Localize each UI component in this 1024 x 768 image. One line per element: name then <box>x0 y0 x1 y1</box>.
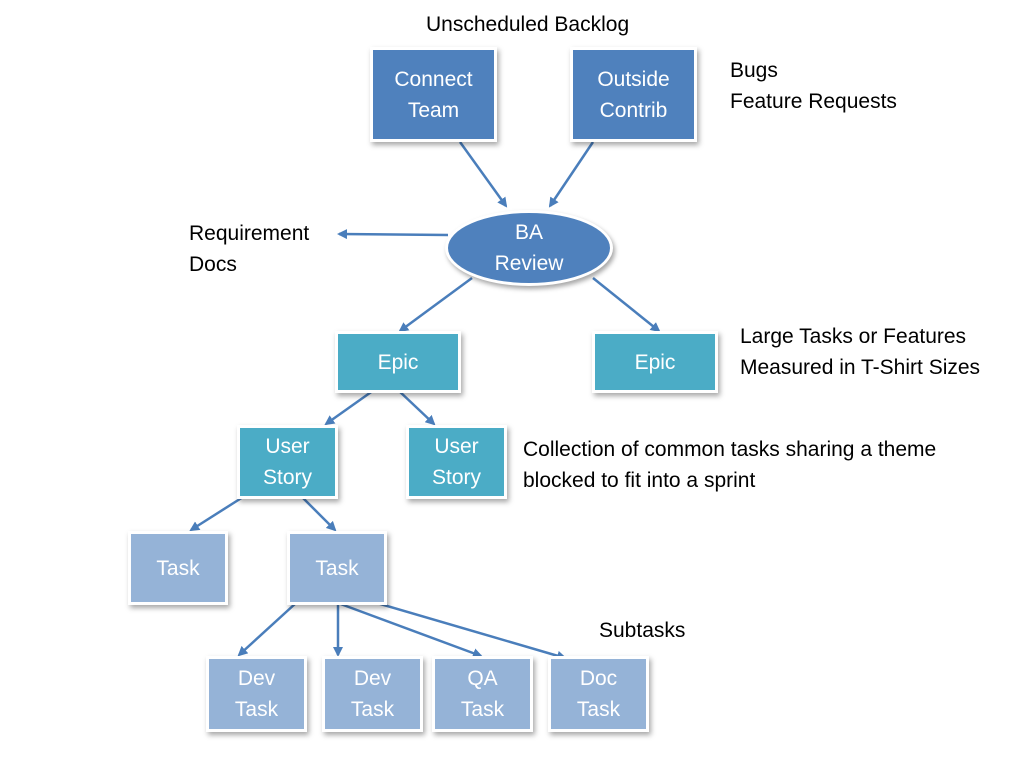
outside-contrib-node: Outside Contrib <box>570 47 697 142</box>
task-left-node: Task <box>128 531 228 605</box>
subtasks-note: Subtasks <box>599 619 686 642</box>
arrow-ba-to-docs <box>337 229 449 240</box>
diagram-title: Unscheduled Backlog <box>426 13 630 36</box>
arrow-epic-to-story-left <box>324 388 375 426</box>
arrow-epic-to-story-right <box>397 389 436 426</box>
arrow-story-to-task-left <box>189 495 244 532</box>
task-center-node: Task <box>287 531 387 605</box>
arrow-task-to-qa <box>337 601 483 658</box>
connect-team-node: Connect Team <box>370 47 497 142</box>
user-story-right-node: User Story <box>406 425 507 499</box>
user-story-left-node: User Story <box>237 425 338 499</box>
epic-right-node: Epic <box>592 331 718 393</box>
ba-review-node: BA Review <box>445 210 613 286</box>
story-note: Collection of common tasks sharing a the… <box>523 438 937 492</box>
dev-task-2-node: Dev Task <box>322 656 423 732</box>
arrow-task-to-doc <box>376 601 567 661</box>
arrow-connect-to-ba <box>458 141 508 208</box>
qa-task-node: QA Task <box>432 656 533 732</box>
arrow-contrib-to-ba <box>548 141 595 208</box>
requirement-docs-note: Requirement Docs <box>189 222 310 276</box>
arrow-ba-to-epic-left <box>398 276 473 333</box>
epic-left-node: Epic <box>335 331 461 393</box>
doc-task-node: Doc Task <box>548 656 649 732</box>
arrow-task-to-dev1 <box>237 602 297 657</box>
epic-note: Large Tasks or Features Measured in T-Sh… <box>740 325 981 379</box>
dev-task-1-node: Dev Task <box>206 656 307 732</box>
arrow-story-to-task-center <box>301 496 337 532</box>
bugs-features-note: Bugs Feature Requests <box>730 59 897 113</box>
arrow-ba-to-epic-right <box>592 277 661 333</box>
